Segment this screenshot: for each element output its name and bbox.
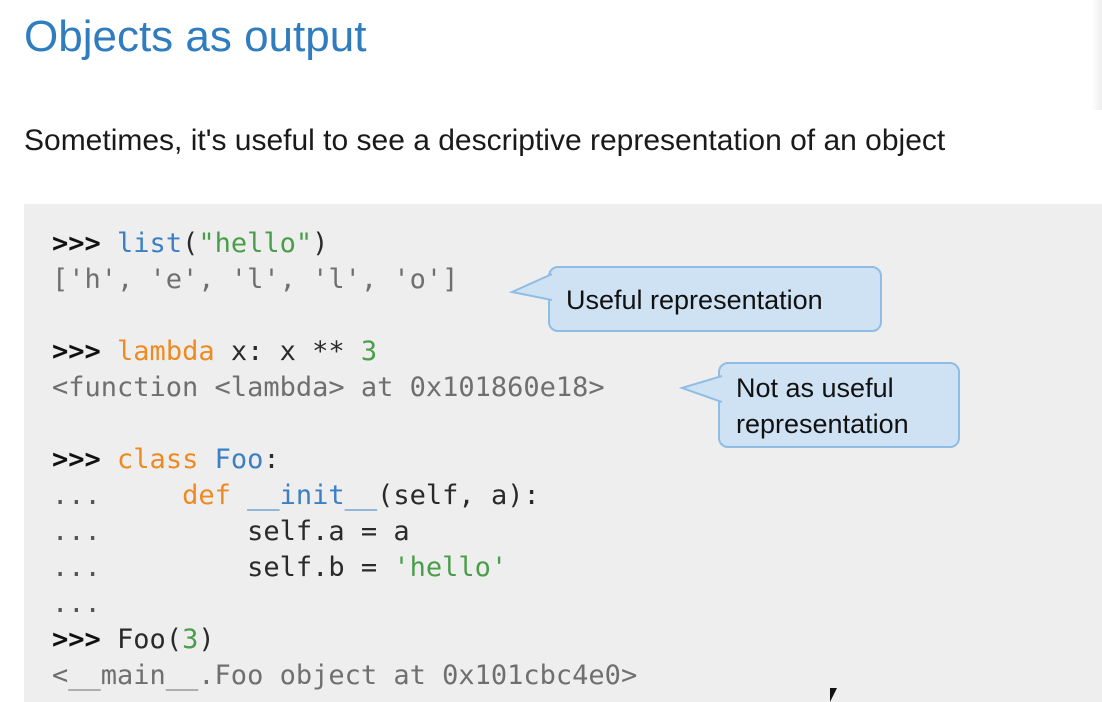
code-output-lambda: <function <lambda> at 0x101860e18> (52, 372, 605, 403)
code-line-self-b: ... self.b = 'hello' (52, 552, 508, 583)
slide-title: Objects as output (24, 12, 367, 61)
right-edge-shadow (1092, 0, 1102, 110)
keyword-def: def (182, 480, 231, 511)
callout-text: Useful representation (566, 285, 823, 315)
code-line-self-a: ... self.a = a (52, 516, 410, 547)
code-line-def: ... def __init__(self, a): (52, 480, 540, 511)
callout-useful-representation: Useful representation (508, 266, 882, 332)
code-output-foo-object: <__main__.Foo object at 0x101cbc4e0> (52, 660, 638, 691)
callout-pointer (508, 273, 552, 301)
continuation-prompt: ... (52, 516, 101, 547)
code-line-class: >>> class Foo: (52, 444, 280, 475)
mouse-cursor-icon (830, 688, 844, 702)
prompt: >>> (52, 336, 101, 367)
prompt: >>> (52, 624, 101, 655)
code-line-continuation-empty: ... (52, 586, 101, 622)
code-line-foo-call: >>> Foo(3) (52, 624, 215, 655)
keyword-class: class (117, 444, 199, 475)
callout-pointer (678, 375, 722, 403)
callout-not-as-useful: Not as useful representation (678, 362, 960, 448)
slide-subtitle: Sometimes, it's useful to see a descript… (24, 124, 946, 157)
code-line-lambda: >>> lambda x: x ** 3 (52, 336, 378, 367)
function-name: __init__ (247, 480, 378, 511)
callout-text-line-1: Not as useful (736, 373, 894, 403)
builtin-list: list (117, 228, 183, 259)
class-name: Foo (214, 444, 264, 475)
code-line-list-call: >>> list("hello") (52, 228, 329, 259)
callout-text-line-2: representation (736, 409, 909, 439)
continuation-prompt: ... (52, 552, 101, 583)
keyword-lambda: lambda (117, 336, 215, 367)
string-literal: "hello" (198, 228, 313, 259)
number-literal: 3 (360, 336, 378, 367)
string-literal: 'hello' (393, 552, 508, 583)
prompt: >>> (52, 444, 101, 475)
prompt: >>> (52, 228, 101, 259)
continuation-prompt: ... (52, 480, 101, 511)
code-output-list: ['h', 'e', 'l', 'l', 'o'] (52, 264, 459, 295)
continuation-prompt: ... (52, 588, 101, 619)
number-literal: 3 (182, 624, 199, 655)
